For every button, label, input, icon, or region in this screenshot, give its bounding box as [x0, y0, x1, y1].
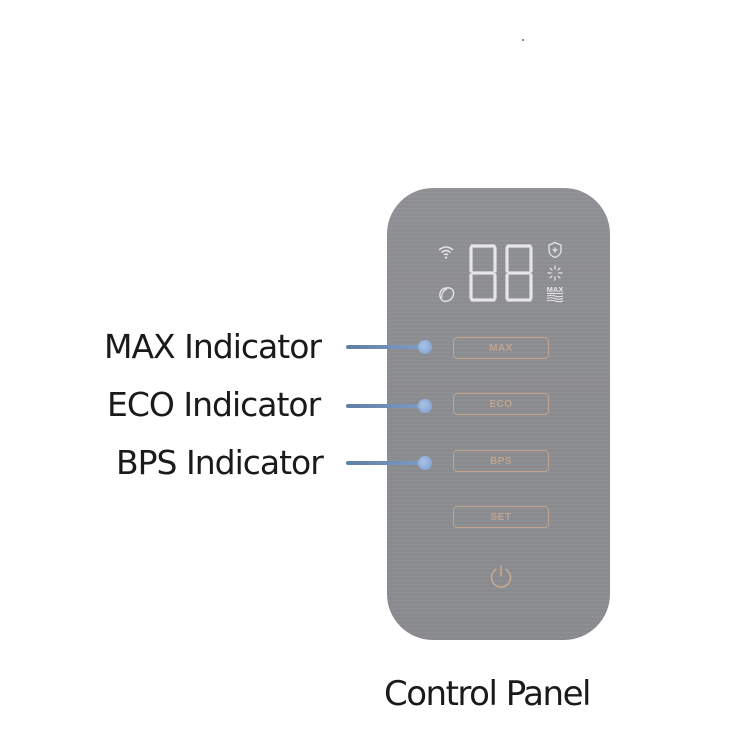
- set-button-label: SET: [490, 511, 512, 523]
- max-button[interactable]: MAX: [453, 337, 549, 359]
- max-icon-text: MAX: [547, 285, 564, 294]
- set-button[interactable]: SET: [453, 506, 549, 528]
- leaf-icon: [439, 287, 455, 303]
- bps-button[interactable]: BPS: [453, 450, 549, 472]
- max-indicator-label: MAX Indicator: [104, 327, 322, 366]
- max-button-label: MAX: [489, 342, 513, 354]
- eco-button-label: ECO: [489, 398, 513, 410]
- bps-leader-line: [346, 461, 426, 465]
- power-button[interactable]: [487, 563, 515, 591]
- max-leader-dot: [418, 340, 432, 354]
- diagram-caption: Control Panel: [384, 674, 591, 714]
- power-icon: [490, 565, 512, 588]
- bps-button-label: BPS: [489, 455, 513, 467]
- shield-plus-icon: [548, 241, 562, 259]
- seven-segment-display: 88: [469, 244, 533, 302]
- max-leader-line: [346, 345, 426, 349]
- eco-leader-dot: [418, 399, 432, 413]
- image-artifact-dot: [522, 39, 524, 41]
- wifi-icon: [438, 246, 454, 259]
- eco-leader-line: [346, 404, 426, 408]
- sparkle-icon: [547, 265, 563, 281]
- eco-button[interactable]: ECO: [453, 393, 549, 415]
- bps-indicator-label: BPS Indicator: [116, 443, 324, 482]
- bps-leader-dot: [418, 456, 432, 470]
- max-wave-icon: MAX: [547, 285, 564, 303]
- eco-indicator-label: ECO Indicator: [107, 385, 321, 424]
